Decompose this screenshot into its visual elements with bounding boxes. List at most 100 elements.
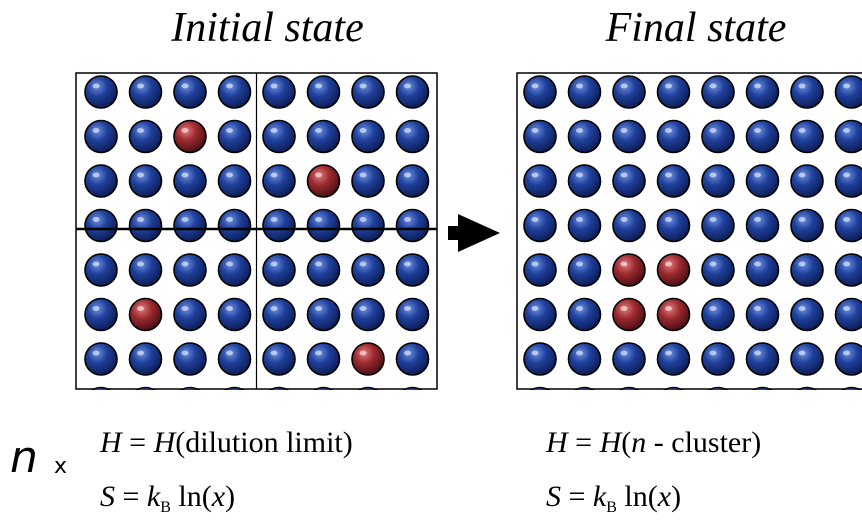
atom-highlight — [620, 306, 628, 311]
host-atom — [224, 386, 245, 390]
host-atom — [351, 253, 385, 287]
host-atom — [217, 119, 252, 154]
atom-highlight — [709, 350, 717, 356]
host-atom — [841, 386, 862, 390]
atom-highlight — [315, 350, 322, 356]
atom-highlight — [226, 128, 233, 133]
host-atom — [262, 208, 296, 243]
host-atom — [523, 297, 557, 332]
final-state-lattice — [516, 72, 862, 390]
atom-highlight — [798, 350, 806, 356]
final-enthalpy-formula: H = H(n - cluster) — [546, 426, 762, 459]
atom-highlight — [620, 350, 628, 356]
solute-atom — [351, 342, 385, 376]
host-atom — [180, 386, 200, 390]
atom-highlight — [226, 172, 233, 178]
host-atom — [395, 253, 430, 287]
host-atom — [306, 119, 341, 154]
transition-arrow-icon — [448, 214, 500, 252]
host-atom — [790, 75, 824, 109]
host-atom — [306, 208, 341, 243]
atom-highlight — [531, 350, 539, 356]
atom-highlight — [798, 261, 806, 267]
atom-highlight — [665, 128, 672, 133]
host-atom — [612, 119, 646, 154]
host-atom — [708, 386, 728, 390]
atom-highlight — [576, 350, 583, 356]
host-atom — [834, 119, 862, 154]
atom-highlight — [359, 83, 367, 89]
atom-highlight — [226, 83, 233, 89]
host-atom — [217, 342, 252, 376]
atom-highlight — [315, 83, 322, 89]
host-atom — [656, 164, 691, 198]
host-atom — [745, 164, 780, 198]
atom-highlight — [92, 261, 100, 267]
initial-state-title: Initial state — [171, 5, 364, 51]
host-atom — [128, 75, 163, 109]
atom-highlight — [404, 217, 411, 222]
host-atom — [395, 342, 430, 376]
atom-highlight — [798, 217, 806, 222]
atom-highlight — [315, 172, 322, 178]
atom-highlight — [270, 261, 278, 267]
host-atom — [128, 208, 163, 243]
atom-highlight — [181, 172, 189, 178]
solute-atom — [656, 297, 691, 332]
host-atom — [262, 342, 296, 376]
atom-highlight — [531, 172, 539, 178]
atom-highlight — [709, 128, 717, 133]
host-atom — [790, 342, 824, 376]
initial-enthalpy-formula: H = H(dilution limit) — [100, 426, 353, 459]
atom-highlight — [576, 83, 583, 89]
host-atom — [656, 119, 691, 154]
atom-highlight — [531, 261, 539, 267]
atom-highlight — [798, 306, 806, 311]
host-atom — [745, 75, 780, 109]
host-atom — [656, 75, 691, 109]
atom-highlight — [181, 217, 189, 222]
solute-atom — [306, 164, 341, 198]
host-atom — [745, 297, 780, 332]
solute-atom — [128, 297, 163, 332]
host-atom — [834, 75, 862, 109]
atom-highlight — [359, 172, 367, 178]
host-atom — [523, 208, 557, 243]
host-atom — [262, 297, 296, 332]
solute-atom — [612, 253, 646, 287]
host-atom — [612, 164, 646, 198]
host-atom — [395, 208, 430, 243]
host-atom — [567, 208, 602, 243]
atom-highlight — [843, 217, 850, 222]
host-atom — [701, 342, 735, 376]
host-atom — [523, 164, 557, 198]
atom-highlight — [709, 217, 717, 222]
host-atom — [84, 164, 118, 198]
atom-highlight — [92, 306, 100, 311]
host-atom — [567, 119, 602, 154]
host-atom — [523, 119, 557, 154]
atom-highlight — [181, 261, 189, 267]
atom-highlight — [226, 350, 233, 356]
host-atom — [128, 164, 163, 198]
atom-highlight — [359, 217, 367, 222]
host-atom — [135, 386, 156, 390]
host-atom — [173, 297, 207, 332]
atom-highlight — [137, 306, 144, 311]
atom-highlight — [92, 172, 100, 178]
atom-highlight — [576, 217, 583, 222]
atom-highlight — [270, 350, 278, 356]
atom-highlight — [270, 217, 278, 222]
atom-highlight — [315, 306, 322, 311]
atom-highlight — [754, 172, 761, 178]
atom-highlight — [754, 350, 761, 356]
host-atom — [523, 253, 557, 287]
host-atom — [790, 164, 824, 198]
host-atom — [217, 297, 252, 332]
atom-highlight — [754, 261, 761, 267]
atom-highlight — [531, 217, 539, 222]
atom-highlight — [359, 128, 367, 133]
atom-highlight — [665, 261, 672, 267]
host-atom — [351, 297, 385, 332]
atom-highlight — [798, 172, 806, 178]
